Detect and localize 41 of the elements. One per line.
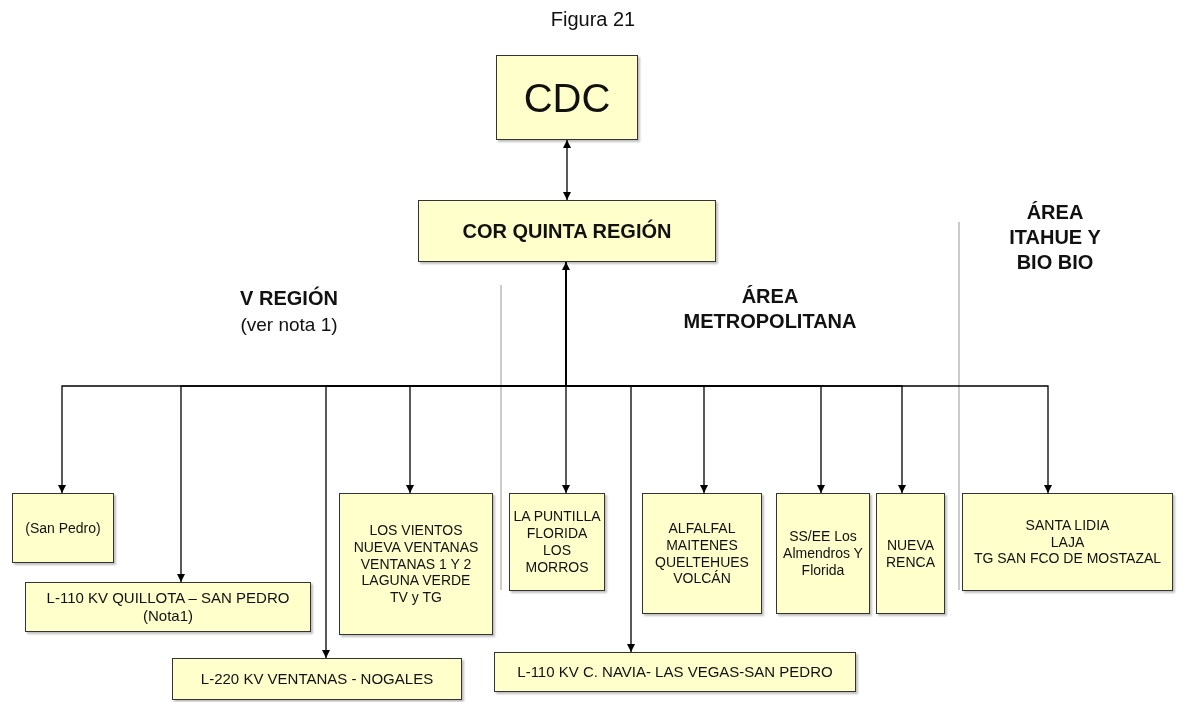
box-text: LOS VIENTOS [369, 522, 463, 539]
box-text: (San Pedro) [25, 519, 101, 537]
process-box [494, 652, 856, 692]
box-text: L-110 KV C. NAVIA- LAS VEGAS-SAN PEDRO [517, 663, 833, 681]
box-text: LAJA [1050, 533, 1085, 551]
process-box [418, 200, 716, 262]
box-text: QUELTEHUES [655, 553, 749, 571]
process-box [642, 493, 762, 614]
process-box [496, 55, 638, 140]
box-text: ALFALFAL [668, 519, 736, 537]
region-label: V REGIÓN [239, 286, 339, 311]
box-text: SS/EE Los Almendros Y Florida [782, 528, 864, 579]
box-text: COR QUINTA REGIÓN [462, 219, 672, 243]
process-box [776, 493, 870, 614]
box-text: LA PUNTILLA [513, 508, 601, 526]
process-box [25, 582, 311, 632]
arrow [563, 139, 571, 201]
figure-title: Figura 21 [550, 8, 636, 31]
process-box [509, 493, 605, 591]
box-text: SANTA LIDIA [1025, 516, 1110, 534]
process-box [339, 493, 493, 635]
box-text: L-110 KV QUILLOTA – SAN PEDRO (Nota1) [45, 589, 291, 625]
box-text: VENTANAS 1 Y 2 [360, 555, 472, 573]
box-text: CDC [523, 74, 611, 122]
box-text: L-220 KV VENTANAS - NOGALES [200, 670, 434, 688]
region-label: (ver nota 1) [239, 313, 339, 337]
process-box [12, 493, 114, 563]
region-label: ÁREA ITAHUE Y BIO BIO [1008, 200, 1102, 275]
box-text: LOS MORROS [524, 542, 590, 576]
box-text: MAITENES [666, 536, 738, 554]
process-box [962, 493, 1173, 591]
box-text: NUEVA VENTANAS [353, 538, 479, 556]
box-text: TG SAN FCO DE MOSTAZAL [973, 550, 1162, 568]
box-text: VOLCÁN [673, 570, 731, 588]
box-text: LAGUNA VERDE [361, 572, 471, 590]
region-label: ÁREA METROPOLITANA [682, 284, 858, 334]
box-text: FLORIDA [526, 525, 588, 542]
box-text: TV y TG [390, 589, 442, 606]
box-text: NUEVA RENCA [885, 536, 936, 571]
process-box [876, 493, 945, 614]
process-box [172, 658, 462, 700]
